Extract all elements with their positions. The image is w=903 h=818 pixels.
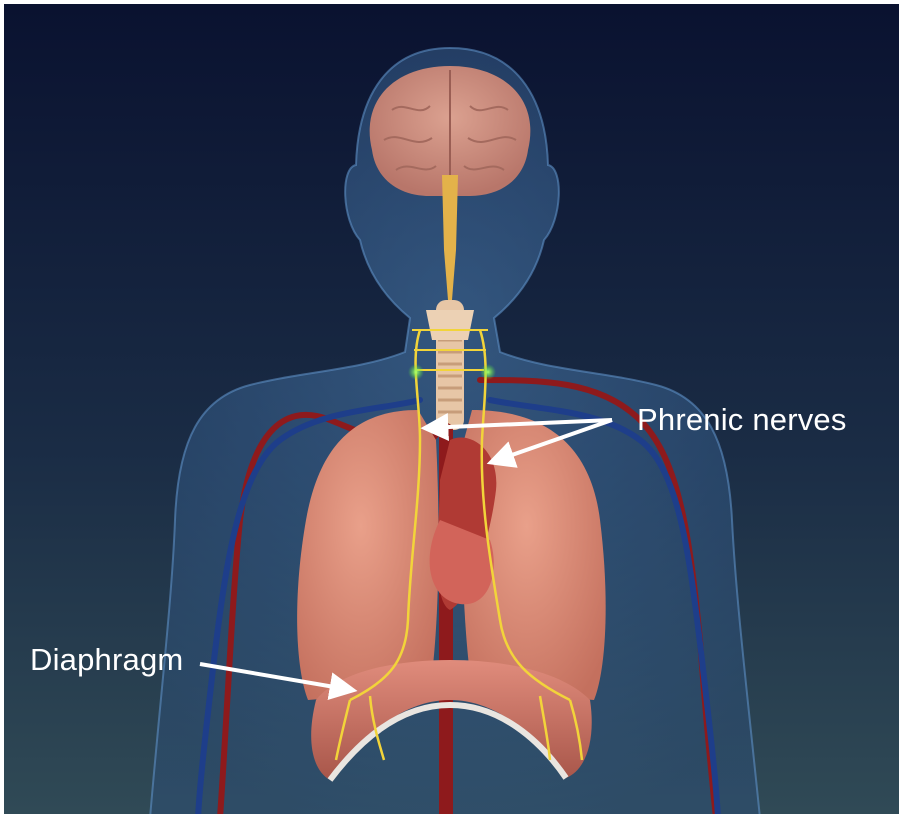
phrenic-nerves-label: Phrenic nerves (637, 402, 847, 438)
diaphragm-label: Diaphragm (30, 642, 183, 678)
nerve-glow-left (408, 364, 424, 380)
nerve-glow-right (480, 364, 496, 380)
